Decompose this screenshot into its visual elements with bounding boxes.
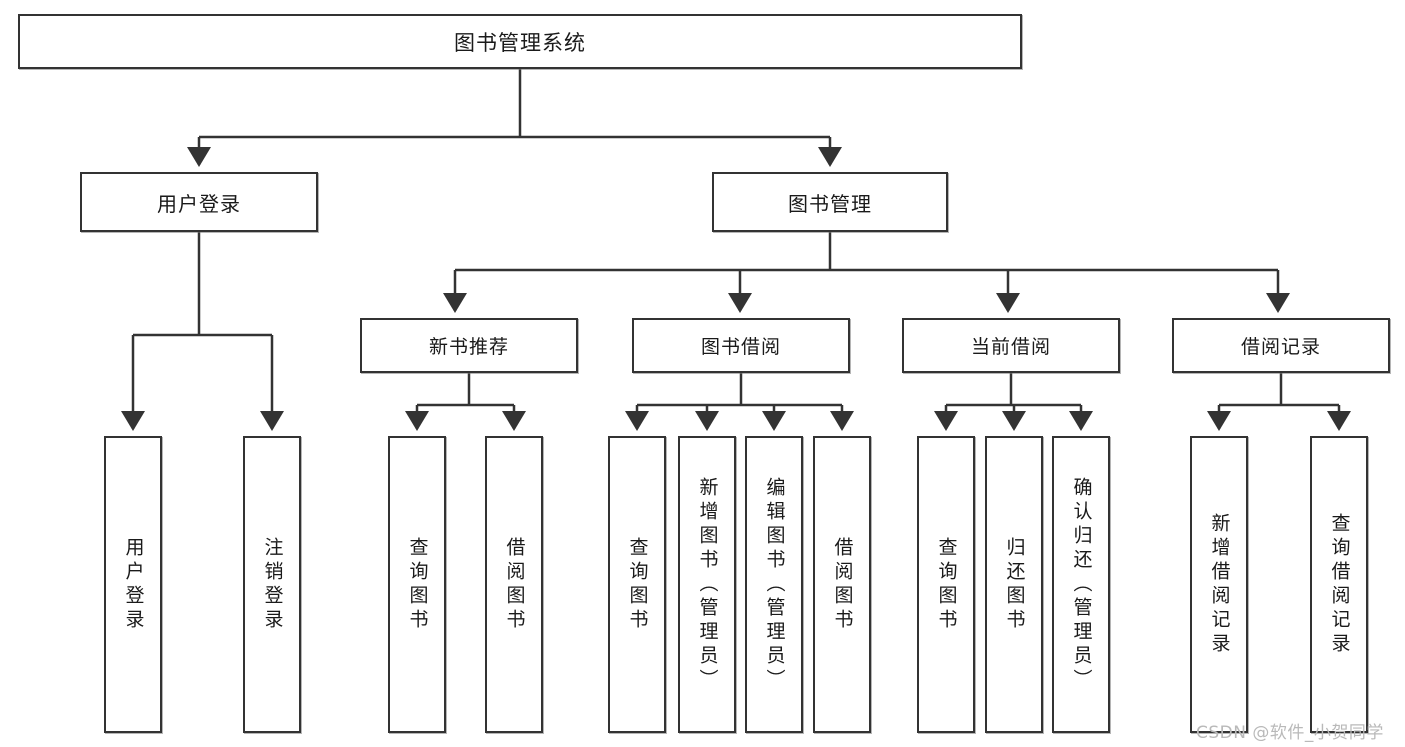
node-book-manage-label: 图书管理 xyxy=(788,191,872,216)
node-user-login[interactable]: 用户登录 xyxy=(80,172,318,232)
node-book-borrow-label: 图书借阅 xyxy=(700,336,781,358)
node-leaf-edit-book-admin[interactable]: 编辑图书（管理员） xyxy=(745,436,803,733)
node-leaf-return-book-label: 归还图书 xyxy=(1003,536,1026,633)
node-leaf-query-book-recommend-label: 查询图书 xyxy=(406,536,429,633)
node-leaf-query-book-recommend[interactable]: 查询图书 xyxy=(388,436,446,733)
node-leaf-add-book-admin[interactable]: 新增图书（管理员） xyxy=(678,436,736,733)
node-new-book-recommend-label: 新书推荐 xyxy=(428,336,509,358)
node-leaf-query-borrow-record[interactable]: 查询借阅记录 xyxy=(1310,436,1368,733)
node-leaf-add-borrow-record-label: 新增借阅记录 xyxy=(1208,512,1231,657)
node-leaf-query-borrow-record-label: 查询借阅记录 xyxy=(1328,512,1351,657)
node-leaf-logout-login-label: 注销登录 xyxy=(261,536,284,633)
node-leaf-return-book[interactable]: 归还图书 xyxy=(985,436,1043,733)
node-current-borrow[interactable]: 当前借阅 xyxy=(902,318,1120,373)
node-root-label: 图书管理系统 xyxy=(454,30,586,55)
node-leaf-confirm-return-admin-label: 确认归还（管理员） xyxy=(1070,476,1093,693)
node-book-borrow[interactable]: 图书借阅 xyxy=(632,318,850,373)
node-leaf-edit-book-admin-label: 编辑图书（管理员） xyxy=(763,476,786,693)
node-leaf-borrow-book-recommend[interactable]: 借阅图书 xyxy=(485,436,543,733)
node-leaf-logout-login[interactable]: 注销登录 xyxy=(243,436,301,733)
node-borrow-record-label: 借阅记录 xyxy=(1240,336,1321,358)
node-leaf-query-book-borrow-label: 查询图书 xyxy=(626,536,649,633)
node-new-book-recommend[interactable]: 新书推荐 xyxy=(360,318,578,373)
node-leaf-user-login[interactable]: 用户登录 xyxy=(104,436,162,733)
node-leaf-borrow-book-label: 借阅图书 xyxy=(831,536,854,633)
node-root[interactable]: 图书管理系统 xyxy=(18,14,1022,69)
node-leaf-confirm-return-admin[interactable]: 确认归还（管理员） xyxy=(1052,436,1110,733)
node-leaf-user-login-label: 用户登录 xyxy=(122,536,145,633)
node-borrow-record[interactable]: 借阅记录 xyxy=(1172,318,1390,373)
node-leaf-query-book-borrow[interactable]: 查询图书 xyxy=(608,436,666,733)
node-user-login-label: 用户登录 xyxy=(157,191,241,216)
csdn-watermark: CSDN @软件_小贺同学 xyxy=(1196,718,1384,743)
node-leaf-query-book-current-label: 查询图书 xyxy=(935,536,958,633)
node-book-manage[interactable]: 图书管理 xyxy=(712,172,948,232)
node-current-borrow-label: 当前借阅 xyxy=(970,336,1051,358)
node-leaf-add-borrow-record[interactable]: 新增借阅记录 xyxy=(1190,436,1248,733)
node-leaf-borrow-book[interactable]: 借阅图书 xyxy=(813,436,871,733)
node-leaf-query-book-current[interactable]: 查询图书 xyxy=(917,436,975,733)
node-leaf-add-book-admin-label: 新增图书（管理员） xyxy=(696,476,719,693)
node-leaf-borrow-book-recommend-label: 借阅图书 xyxy=(503,536,526,633)
csdn-watermark-text: CSDN @软件_小贺同学 xyxy=(1196,723,1384,743)
